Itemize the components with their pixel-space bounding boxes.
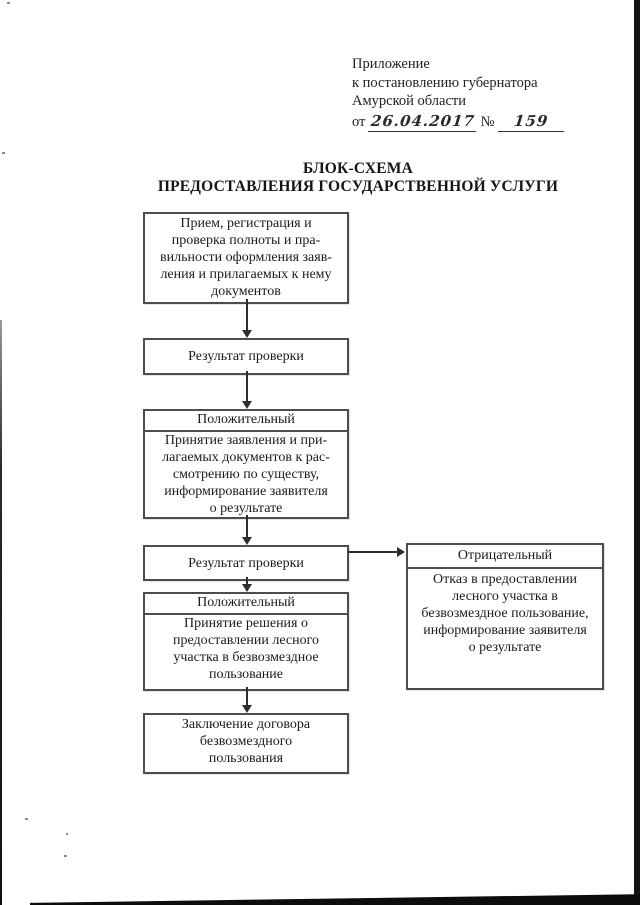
box-header-positive: Положительный (145, 594, 347, 615)
box-positive-1: Положительный Принятие заявления и при- … (143, 409, 349, 519)
scan-edge-bottom (30, 894, 640, 905)
arrow-down-4-head-icon (242, 584, 252, 592)
arrow-right-head-icon (397, 547, 405, 557)
box-header-positive: Положительный (145, 411, 347, 432)
box-body: Принятие заявления и при- лагаемых докум… (145, 432, 347, 517)
box-check-result-2: Результат проверки (143, 545, 349, 581)
arrow-down-3-head-icon (242, 537, 252, 545)
box-body: Отказ в предоставлении лесного участка в… (408, 569, 602, 656)
box-header-negative: Отрицательный (408, 545, 602, 569)
appendix-header-line: Приложение (352, 56, 430, 72)
handwritten-date: 26.04.2017 (368, 111, 479, 131)
box-line: Отказ в предоставлении (433, 572, 577, 587)
box-label: Результат проверки (188, 555, 304, 571)
box-line: пользование (209, 667, 283, 682)
scan-edge-right (634, 0, 640, 905)
scan-speck (66, 833, 68, 835)
arrow-down-2-head-icon (242, 401, 252, 409)
box-line: проверка полноты и пра- (171, 233, 321, 248)
title-line-1: БЛОК-СХЕМА (302, 160, 413, 177)
box-line: участка в безвозмездное (173, 650, 319, 665)
box-negative: Отрицательный Отказ в предоставлении лес… (406, 543, 604, 690)
box-line: безвозмездного (199, 734, 293, 749)
box-body: Принятие решения о предоставлении лесног… (145, 615, 347, 683)
box-line: предоставлении лесного (173, 633, 319, 648)
date-prefix: от (352, 113, 366, 130)
box-check-result-1: Результат проверки (143, 338, 349, 375)
scan-speck (7, 2, 10, 4)
arrow-down-1 (246, 299, 248, 330)
date-and-number-line: от 26.04.2017 № 159 (352, 111, 565, 132)
box-line: Принятие решения о (184, 616, 308, 631)
box-line: вильности оформления заяв- (160, 250, 332, 265)
box-line: о результате (468, 640, 542, 655)
document-title: БЛОК-СХЕМА ПРЕДОСТАВЛЕНИЯ ГОСУДАРСТВЕННО… (72, 160, 640, 195)
box-line: информирование заявителя (164, 484, 328, 499)
number-sign: № (480, 113, 495, 130)
scan-speck (25, 818, 28, 820)
arrow-right-to-negative (348, 551, 398, 553)
box-line: пользования (208, 751, 284, 766)
box-label: Результат проверки (188, 349, 304, 364)
box-line: смотрению по существу, (172, 467, 320, 482)
box-line: лагаемых документов к рас- (162, 450, 330, 465)
box-line: о результате (209, 501, 283, 516)
arrow-down-2 (246, 371, 248, 401)
scan-speck (2, 152, 5, 154)
box-reception: Прием, регистрация и проверка полноты и … (143, 212, 349, 304)
box-line: Принятие заявления и при- (164, 433, 328, 448)
box-line: ления и прилагаемых к нему (160, 267, 332, 282)
arrow-down-5-head-icon (242, 705, 252, 713)
box-line: документов (211, 284, 281, 299)
box-line: Прием, регистрация и (180, 216, 312, 231)
scan-speck (64, 855, 67, 857)
arrow-down-5 (246, 687, 248, 705)
box-line: безвозмездное пользование, (421, 606, 589, 621)
arrow-down-3 (246, 515, 248, 537)
appendix-header-line: к постановлению губернатора (352, 74, 538, 91)
box-line: Заключение договора (181, 717, 311, 732)
box-line: лесного участка в (452, 589, 558, 604)
box-line: информирование заявителя (423, 623, 587, 638)
arrow-down-1-head-icon (242, 330, 252, 338)
arrow-down-4 (246, 577, 248, 585)
appendix-header: Приложение к постановлению губернатора А… (352, 55, 565, 132)
box-positive-2: Положительный Принятие решения о предост… (143, 592, 349, 691)
appendix-header-line: Амурской области (352, 93, 466, 109)
box-contract: Заключение договора безвозмездного польз… (143, 713, 349, 774)
handwritten-number: 159 (513, 111, 550, 130)
scan-edge-left (0, 320, 2, 905)
title-line-2: ПРЕДОСТАВЛЕНИЯ ГОСУДАРСТВЕННОЙ УСЛУГИ (157, 177, 559, 195)
